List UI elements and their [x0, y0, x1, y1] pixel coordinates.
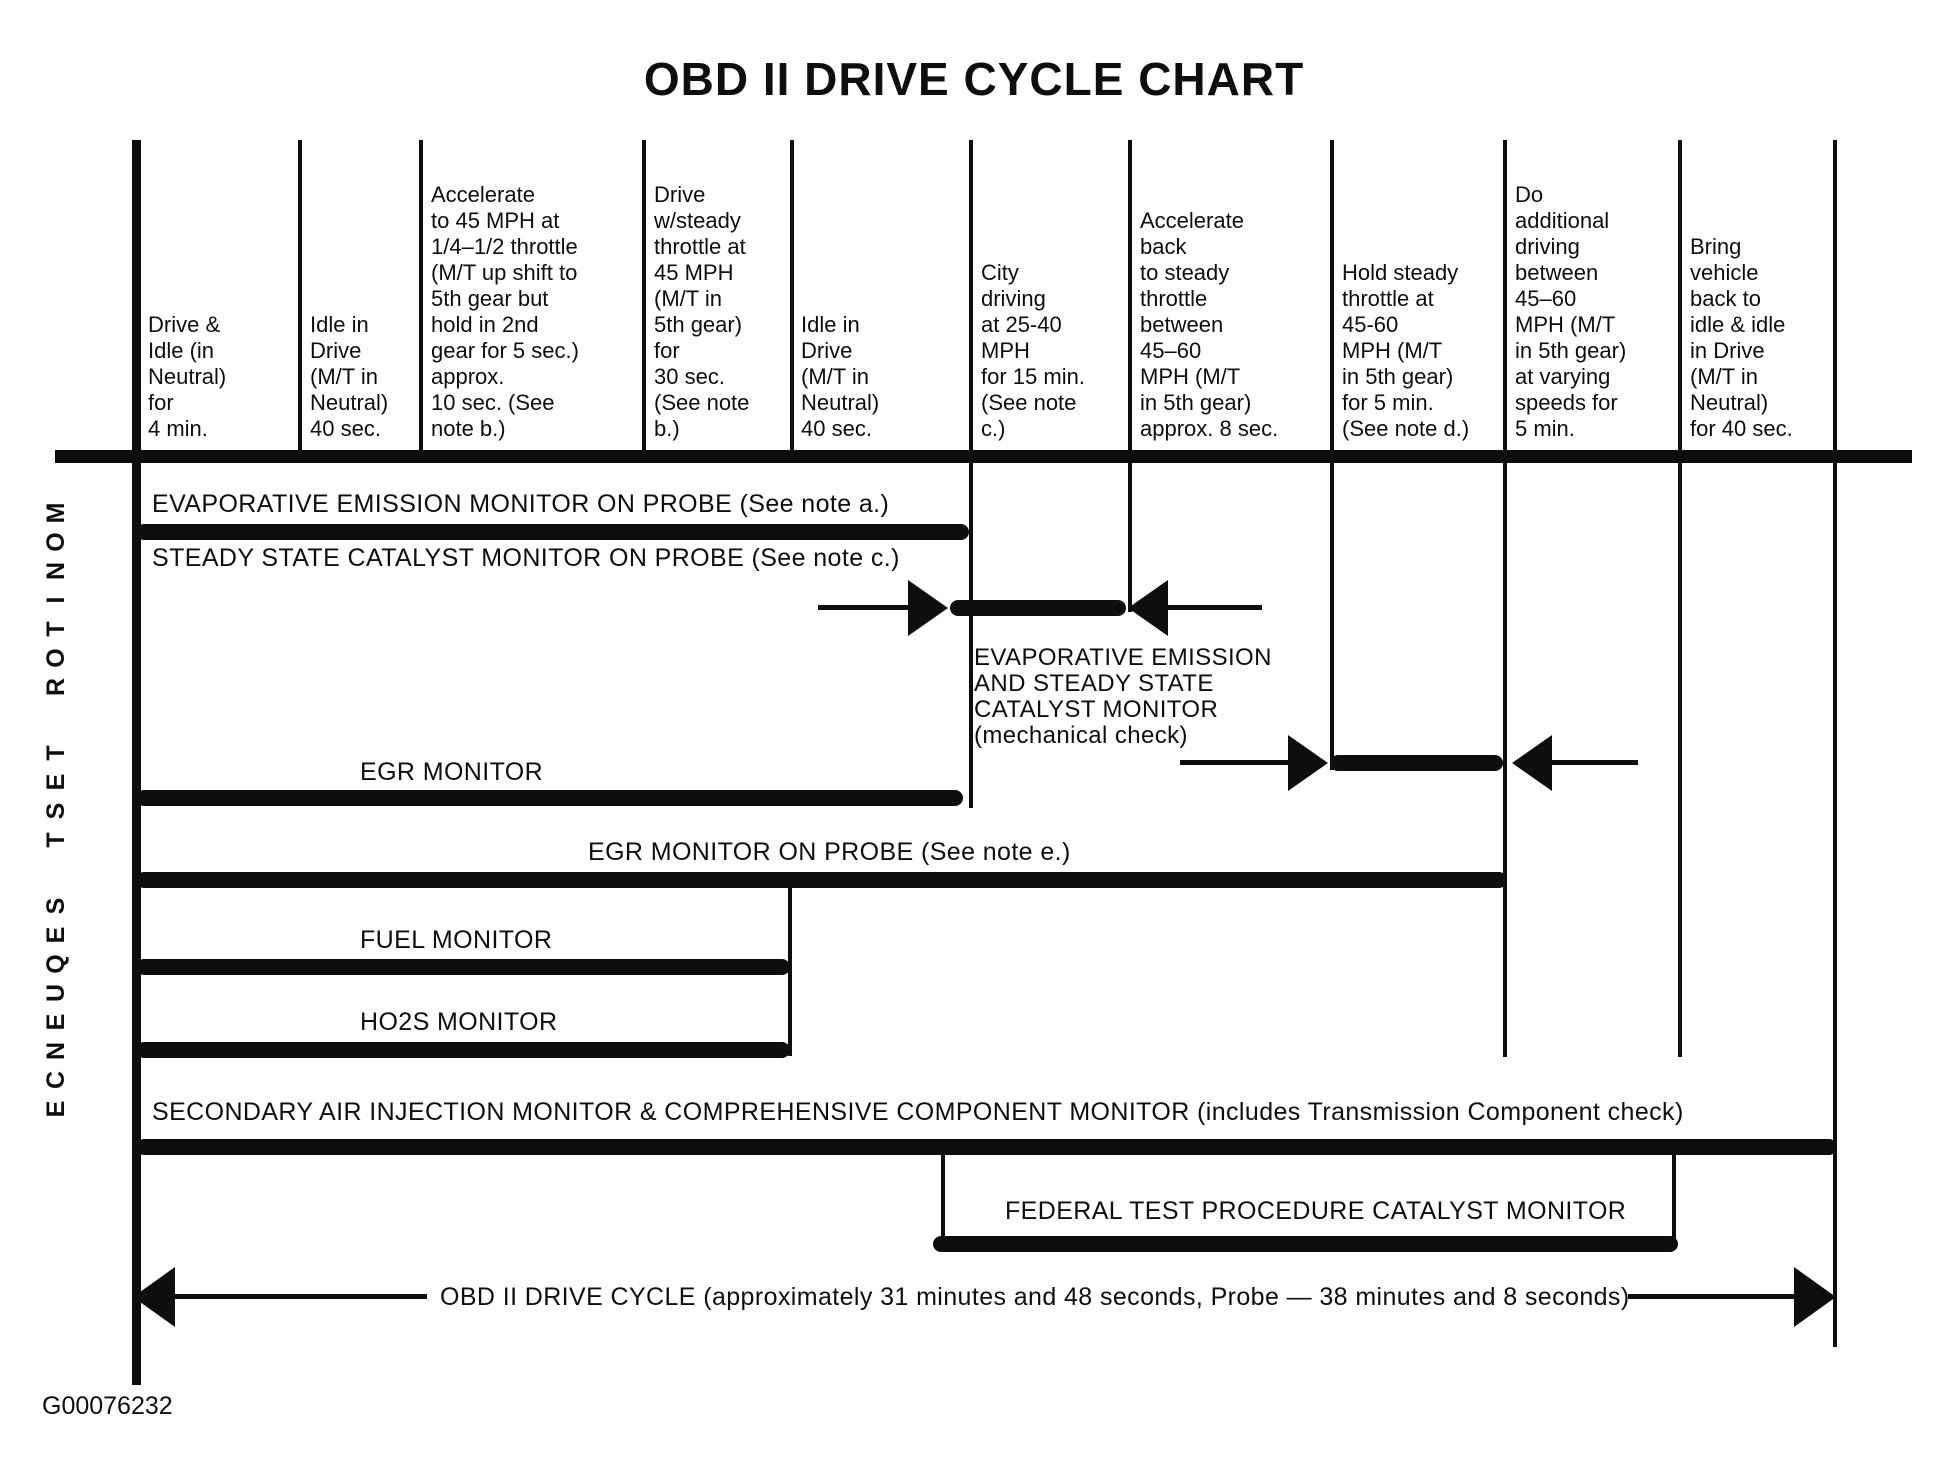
column-line-3: [419, 140, 423, 455]
vertical-letter: E: [42, 1100, 70, 1118]
sai-monitor-bar: [136, 1139, 1837, 1155]
mech-check2-right-line: [1552, 760, 1638, 765]
mech-check1-right-line: [1168, 605, 1262, 610]
ftp-monitor-label: FEDERAL TEST PROCEDURE CATALYST MONITOR: [1005, 1197, 1627, 1225]
column-line-11: [1833, 140, 1837, 1347]
drive-step-column-4: Drive w/steady throttle at 45 MPH (M/T i…: [654, 182, 750, 441]
mech-check-label: EVAPORATIVE EMISSION AND STEADY STATE CA…: [974, 644, 1272, 749]
header-separator-line: [55, 450, 1912, 463]
ftp-box-right-line: [1672, 1155, 1676, 1239]
sai-monitor-label: SECONDARY AIR INJECTION MONITOR & COMPRE…: [152, 1098, 1684, 1126]
drive-step-column-1: Drive & Idle (in Neutral) for 4 min.: [148, 312, 227, 441]
obd-cycle-left-line: [175, 1294, 427, 1299]
evap-probe-monitor-bar: [136, 524, 969, 540]
fuel-ho2s-end-line: [788, 888, 792, 1056]
drive-step-column-5: Idle in Drive (M/T in Neutral) 40 sec.: [801, 312, 880, 441]
drive-step-column-6: City driving at 25-40 MPH for 15 min. (S…: [981, 260, 1085, 441]
column-line-5: [790, 140, 794, 455]
steady-state-probe-monitor-label: STEADY STATE CATALYST MONITOR ON PROBE (…: [152, 544, 900, 572]
column-line-2: [298, 140, 302, 455]
mech-check2-right-arrow-icon: [1288, 735, 1328, 791]
ftp-box-left-line: [941, 1155, 945, 1239]
ftp-monitor-bar: [933, 1236, 1678, 1252]
column-line-10: [1678, 140, 1682, 1057]
drive-step-column-2: Idle in Drive (M/T in Neutral) 40 sec.: [310, 312, 389, 441]
fuel-monitor-bar: [136, 959, 790, 975]
vertical-letter: R: [42, 677, 70, 697]
mech-check1-left-line: [818, 605, 910, 610]
ho2s-monitor-bar: [136, 1042, 790, 1058]
mech-check1-right-arrow-icon: [908, 580, 948, 636]
egr-probe-monitor-bar: [136, 872, 1507, 888]
drive-step-column-8: Hold steady throttle at 45-60 MPH (M/T i…: [1342, 260, 1470, 441]
page-title: OBD II DRIVE CYCLE CHART: [643, 53, 1305, 105]
drive-step-column-7: Accelerate back to steady throttle betwe…: [1140, 208, 1279, 441]
column-line-4: [642, 140, 646, 455]
drive-step-column-3: Accelerate to 45 MPH at 1/4–1/2 throttle…: [431, 182, 579, 441]
column-line-7: [1128, 140, 1132, 612]
drive-step-column-10: Bring vehicle back to idle & idle in Dri…: [1690, 234, 1793, 441]
column-line-6: [969, 140, 973, 808]
figure-code: G00076232: [42, 1392, 173, 1420]
evap-probe-monitor-label: EVAPORATIVE EMISSION MONITOR ON PROBE (S…: [152, 490, 890, 518]
egr-monitor-bar: [136, 790, 963, 806]
obd-cycle-right-line: [1628, 1294, 1796, 1299]
obd-cycle-left-arrow-icon: [133, 1267, 175, 1327]
mech-check1-left-arrow-icon: [1128, 580, 1168, 636]
egr-monitor-label: EGR MONITOR: [360, 758, 544, 786]
obd-cycle-label: OBD II DRIVE CYCLE (approximately 31 min…: [440, 1283, 1630, 1311]
mech-check2-bar: [1330, 755, 1503, 771]
obd-cycle-right-arrow-icon: [1794, 1267, 1836, 1327]
ho2s-monitor-label: HO2S MONITOR: [360, 1008, 558, 1036]
drive-step-column-9: Do additional driving between 45–60 MPH …: [1515, 182, 1627, 441]
egr-probe-monitor-label: EGR MONITOR ON PROBE (See note e.): [588, 838, 1071, 866]
fuel-monitor-label: FUEL MONITOR: [360, 926, 553, 954]
column-line-9: [1503, 140, 1507, 1057]
mech-check2-left-line: [1180, 760, 1288, 765]
chart-left-axis-line: [132, 140, 141, 1385]
mech-check1-bar: [950, 600, 1126, 616]
mech-check2-left-arrow-icon: [1512, 735, 1552, 791]
vertical-letter: T: [42, 832, 70, 848]
